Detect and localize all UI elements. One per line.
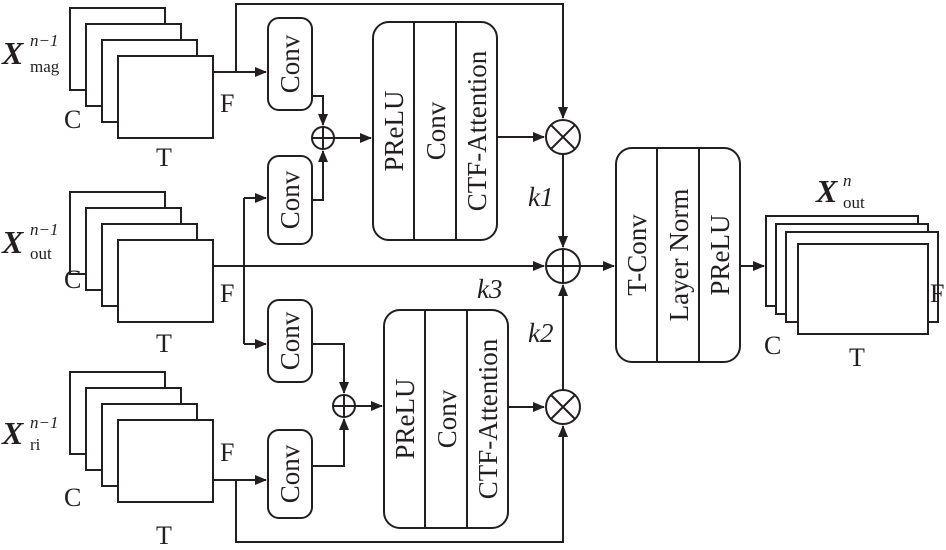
output-superscript: n (843, 171, 852, 190)
input-stack-mag (69, 7, 214, 139)
input-ri-subscript: ri (30, 435, 41, 454)
connections (213, 3, 765, 543)
input-mag-t-label: T (156, 143, 172, 172)
input-out-symbol: X (1, 224, 24, 260)
input-stack-out (69, 191, 214, 323)
output-symbol: X (815, 173, 838, 209)
input-mag-c-label: C (64, 105, 81, 134)
conv-mag-to-sum-arrow (312, 95, 328, 126)
fusion-layernorm-label: Layer Norm (664, 189, 694, 322)
input-mag-superscript: n−1 (30, 31, 58, 50)
sum-node-main (545, 248, 581, 284)
input-stack-ri (69, 371, 214, 503)
attention-upper-conv-label: Conv (421, 101, 451, 160)
multiply-node-upper (545, 119, 581, 155)
output-stack (765, 215, 939, 335)
ri-skip-arrow (235, 425, 568, 543)
sum-node-mag (311, 126, 335, 150)
attention-upper-ctf-label: CTF-Attention (462, 50, 492, 211)
input-mag-subscript: mag (30, 57, 60, 76)
conv-block-mag-label: Conv (275, 34, 305, 93)
input-out-c-label: C (64, 265, 81, 294)
output-subscript: out (843, 193, 865, 212)
output-t-label: T (849, 343, 865, 372)
multiply-node-lower (545, 389, 581, 425)
input-mag-f-label: F (220, 89, 234, 118)
conv-block-out-upper-label: Conv (275, 170, 305, 229)
output-f-label: F (930, 279, 944, 308)
input-out-superscript: n−1 (30, 220, 58, 239)
attention-lower-ctf-label: CTF-Attention (473, 338, 503, 499)
mag-skip-arrow (235, 3, 568, 119)
attention-block-lower (383, 309, 509, 529)
attention-lower-prelu-label: PReLU (390, 379, 420, 460)
attention-block-upper (372, 21, 498, 241)
fusion-block (615, 147, 741, 363)
weight-k3-label: k3 (477, 274, 502, 304)
conv-block-out-lower-label: Conv (275, 311, 305, 370)
input-ri-c-label: C (64, 483, 81, 512)
attention-lower-conv-label: Conv (432, 389, 462, 448)
input-ri-t-label: T (156, 521, 172, 550)
weight-k1-label: k1 (528, 182, 553, 212)
conv-block-ri-label: Conv (275, 444, 305, 503)
conv-block-mag (267, 17, 313, 111)
weight-k2-label: k2 (528, 318, 553, 348)
input-out-t-label: T (156, 329, 172, 358)
conv-out-upper-to-sum-arrow (312, 150, 328, 201)
fusion-prelu-label: PReLU (705, 215, 735, 296)
conv-block-ri (267, 429, 313, 519)
sum-node-ri (332, 394, 356, 418)
input-out-subscript: out (30, 244, 52, 263)
input-ri-symbol: X (1, 415, 24, 451)
conv-out-lower-to-sum-arrow (312, 343, 349, 394)
output-c-label: C (764, 331, 781, 360)
conv-ri-to-sum-arrow (312, 418, 349, 467)
input-out-f-label: F (220, 279, 234, 308)
conv-block-out-lower (267, 299, 313, 383)
input-mag-symbol: X (1, 35, 24, 71)
fusion-tconv-label: T-Conv (622, 214, 652, 296)
input-ri-f-label: F (220, 438, 234, 467)
input-ri-superscript: n−1 (30, 413, 58, 432)
attention-upper-prelu-label: PReLU (379, 91, 409, 172)
